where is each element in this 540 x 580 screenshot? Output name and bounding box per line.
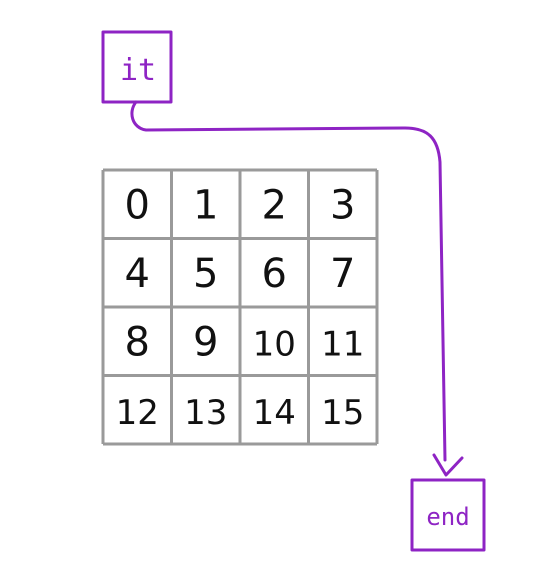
grid-cell-13: 13 xyxy=(184,393,227,433)
grid-cell-8: 8 xyxy=(125,319,150,365)
grid-cell-15: 15 xyxy=(321,393,364,433)
it-pointer-box: it xyxy=(101,30,173,104)
grid-cell-7: 7 xyxy=(330,251,355,297)
grid-cell-3: 3 xyxy=(330,182,355,228)
end-box-outline xyxy=(410,478,486,552)
grid-cell-4: 4 xyxy=(125,251,150,297)
grid-cell-5: 5 xyxy=(193,251,218,297)
grid-cell-9: 9 xyxy=(193,319,218,365)
it-label: it xyxy=(120,53,156,88)
grid-cell-2: 2 xyxy=(262,182,287,228)
grid-cell-1: 1 xyxy=(193,182,218,228)
it-to-end-arrow xyxy=(130,100,447,462)
end-pointer-box: end xyxy=(410,478,486,552)
grid-cell-6: 6 xyxy=(262,251,287,297)
grid-cell-12: 12 xyxy=(116,393,159,433)
grid-cell-14: 14 xyxy=(253,393,296,433)
grid-cell-10: 10 xyxy=(253,324,296,364)
arrowhead-icon xyxy=(432,453,464,477)
grid-cell-11: 11 xyxy=(321,324,364,364)
end-label: end xyxy=(426,503,469,531)
grid-cell-0: 0 xyxy=(125,182,150,228)
